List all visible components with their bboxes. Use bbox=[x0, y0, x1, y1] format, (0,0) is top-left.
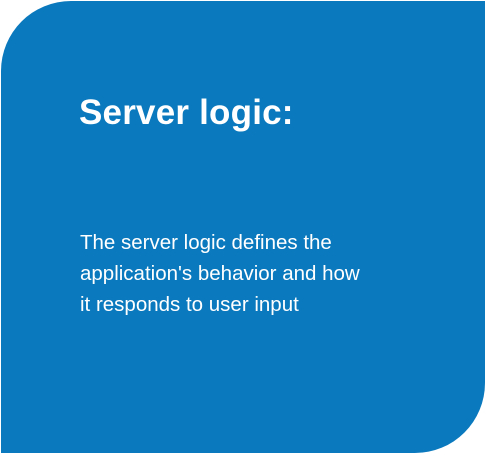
description-line: it responds to user input bbox=[80, 293, 299, 316]
card-title: Server logic: bbox=[79, 93, 294, 132]
description-line: The server logic defines the bbox=[80, 231, 332, 254]
card-description: The server logic defines the application… bbox=[80, 227, 440, 320]
description-line: application's behavior and how bbox=[80, 262, 360, 285]
